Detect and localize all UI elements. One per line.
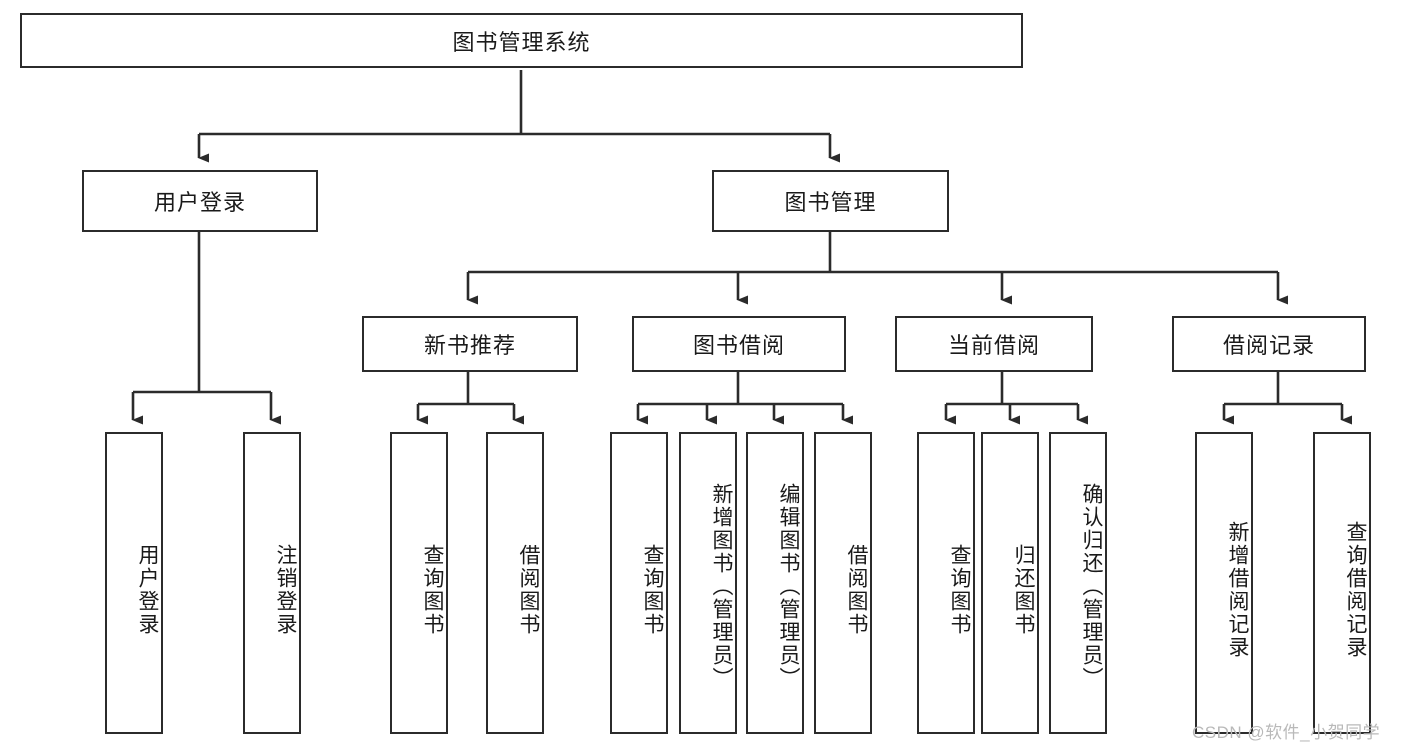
- node-root-label: 图书管理系统: [452, 29, 591, 55]
- watermark-text: CSDN @软件_小贺同学: [1192, 723, 1381, 742]
- leaf-query-record[interactable]: 查询借阅记录: [1313, 432, 1371, 734]
- leaf-query-book-1[interactable]: 查询图书: [390, 432, 448, 734]
- leaf-query-book-2[interactable]: 查询图书: [610, 432, 668, 734]
- leaf-borrow-book-1-label: 借阅图书: [517, 544, 540, 636]
- leaf-add-book[interactable]: 新增图书（管理员）: [679, 432, 737, 734]
- node-borrow-record[interactable]: 借阅记录: [1172, 316, 1366, 372]
- leaf-edit-book[interactable]: 编辑图书（管理员）: [746, 432, 804, 734]
- node-new-book-rec-label: 新书推荐: [423, 333, 516, 358]
- node-current-borrow[interactable]: 当前借阅: [895, 316, 1093, 372]
- leaf-add-record[interactable]: 新增借阅记录: [1195, 432, 1253, 734]
- node-borrow-record-label: 借阅记录: [1222, 333, 1315, 358]
- leaf-user-login-label: 用户登录: [136, 544, 159, 636]
- leaf-borrow-book-2[interactable]: 借阅图书: [814, 432, 872, 734]
- leaf-user-login[interactable]: 用户登录: [105, 432, 163, 734]
- node-user-login-label: 用户登录: [153, 190, 246, 215]
- leaf-edit-book-label: 编辑图书（管理员）: [777, 482, 800, 690]
- leaf-confirm-return[interactable]: 确认归还（管理员）: [1049, 432, 1107, 734]
- leaf-query-record-label: 查询借阅记录: [1344, 521, 1367, 659]
- leaf-borrow-book-1[interactable]: 借阅图书: [486, 432, 544, 734]
- leaf-return-book[interactable]: 归还图书: [981, 432, 1039, 734]
- node-book-borrow-label: 图书借阅: [692, 333, 785, 358]
- leaf-query-book-1-label: 查询图书: [421, 544, 444, 636]
- leaf-logout-label: 注销登录: [274, 544, 297, 636]
- leaf-borrow-book-2-label: 借阅图书: [845, 544, 868, 636]
- leaf-return-book-label: 归还图书: [1012, 544, 1035, 636]
- node-user-login[interactable]: 用户登录: [82, 170, 318, 232]
- node-new-book-rec[interactable]: 新书推荐: [362, 316, 578, 372]
- leaf-query-book-3[interactable]: 查询图书: [917, 432, 975, 734]
- leaf-confirm-return-label: 确认归还（管理员）: [1080, 482, 1103, 690]
- leaf-add-record-label: 新增借阅记录: [1226, 521, 1249, 659]
- leaf-add-book-label: 新增图书（管理员）: [710, 482, 733, 690]
- node-root[interactable]: 图书管理系统: [20, 13, 1023, 68]
- node-book-borrow[interactable]: 图书借阅: [632, 316, 846, 372]
- leaf-logout[interactable]: 注销登录: [243, 432, 301, 734]
- node-current-borrow-label: 当前借阅: [947, 333, 1040, 358]
- node-book-manage[interactable]: 图书管理: [712, 170, 949, 232]
- leaf-query-book-2-label: 查询图书: [641, 544, 664, 636]
- leaf-query-book-3-label: 查询图书: [948, 544, 971, 636]
- node-book-manage-label: 图书管理: [784, 190, 877, 215]
